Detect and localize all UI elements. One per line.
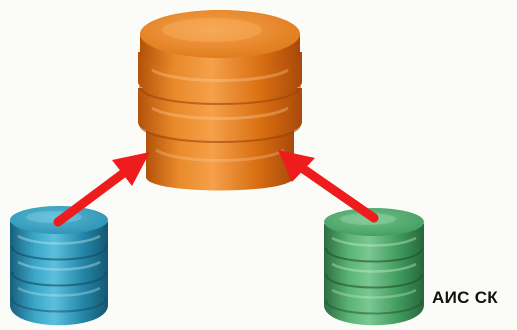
arrow-left-to-central bbox=[53, 152, 150, 227]
arrow-right-to-central bbox=[278, 150, 379, 223]
central-database bbox=[138, 10, 302, 191]
right-database bbox=[324, 208, 424, 326]
right-database-label: АИС СК bbox=[432, 288, 498, 307]
